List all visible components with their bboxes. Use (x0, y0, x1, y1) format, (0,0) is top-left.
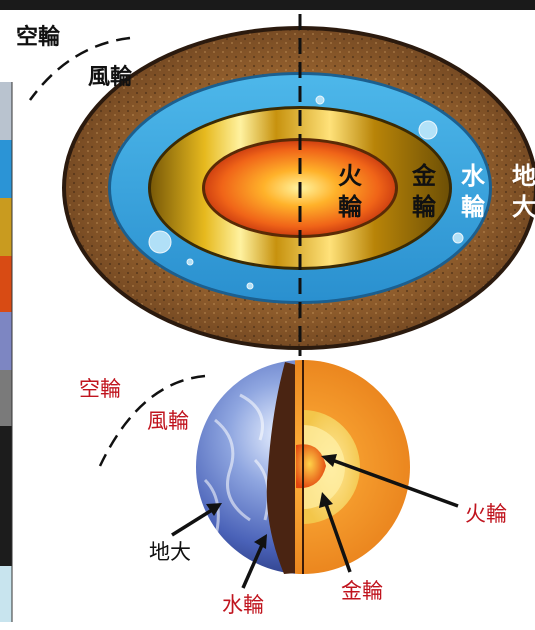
label-wind-wheel-top: 風輪 (88, 64, 133, 90)
top-border (0, 0, 535, 10)
label-wind-wheel-bottom: 風輪 (147, 409, 189, 433)
planet-cutaway-icon (196, 360, 410, 574)
label-space-wheel-top: 空輪 (16, 24, 61, 50)
label-water-1: 水 (461, 161, 486, 190)
label-water-2: 輪 (461, 192, 486, 221)
left-edge-strip (0, 82, 13, 622)
label-fire-2: 輪 (338, 192, 363, 221)
label-earth-1: 地 (512, 161, 535, 190)
label-fire-bottom: 火輪 (465, 502, 507, 526)
top-ellipse-diagram: 空輪 風輪 火 輪 金 輪 水 輪 地 大 (16, 14, 535, 356)
label-earth-bottom: 地大 (149, 540, 191, 564)
arrow-icon (171, 454, 459, 589)
label-metal-1: 金 (411, 161, 437, 190)
bottom-labels: 空輪 風輪 地大 水輪 金輪 火輪 (79, 374, 507, 617)
label-space-wheel-bottom: 空輪 (79, 377, 121, 401)
label-earth-2: 大 (512, 192, 535, 221)
label-water-bottom: 水輪 (222, 593, 264, 617)
label-metal-bottom: 金輪 (341, 579, 383, 603)
label-metal-2: 輪 (412, 192, 437, 221)
label-fire-1: 火 (338, 161, 362, 190)
dashed-arc-icon (28, 36, 131, 101)
